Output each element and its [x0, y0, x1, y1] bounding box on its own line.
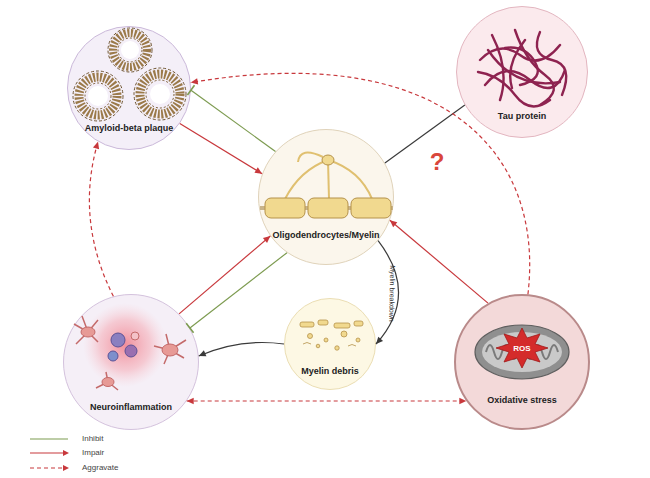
connector: [376, 241, 399, 344]
concept-circle: Tau protein: [456, 6, 588, 138]
node-label: Amyloid-beta plaque: [38, 123, 220, 133]
connector-line: [180, 124, 262, 174]
connector: [186, 253, 287, 333]
concept-circle: Neuroinflammation: [63, 294, 199, 430]
legend-samples-part: [63, 465, 69, 471]
arrow-head: [191, 78, 198, 84]
inhibit-bar: [186, 323, 193, 332]
connector-line: [390, 220, 488, 303]
connector: [390, 220, 488, 303]
arrow-head: [93, 142, 99, 150]
node-label: Neuroinflammation: [34, 402, 228, 412]
arrow-head: [199, 350, 207, 356]
question-mark: ?: [430, 148, 445, 176]
connector-line: [179, 236, 270, 314]
legend-samples-part: [30, 467, 66, 468]
legend-samples-part: [63, 450, 69, 456]
arrow-head: [390, 220, 397, 227]
concept-circle: Oxidative stress: [454, 294, 590, 430]
arrow-head: [376, 337, 383, 344]
legend-text: Impair: [82, 448, 104, 457]
connector-line: [191, 73, 530, 294]
arrow-head: [459, 398, 466, 404]
legend-text: Aggravate: [82, 463, 118, 472]
connector: [179, 236, 270, 314]
connector-line: [187, 400, 467, 401]
inhibit-bar: [187, 85, 194, 95]
node-label: Oxidative stress: [426, 395, 618, 405]
legend-samples-part: [30, 452, 66, 453]
node-label: Tau protein: [427, 111, 617, 121]
connector: [191, 73, 530, 294]
edge-label: Myelin breakdown: [388, 265, 396, 322]
ros-label: ROS: [513, 344, 530, 353]
connector-line: [191, 90, 276, 151]
connector-line: [385, 105, 465, 163]
legend-samples-part: [30, 438, 68, 439]
concept-circle: Myelin debris: [284, 298, 376, 390]
node-label: Myelin debris: [255, 366, 405, 376]
connector: [180, 124, 262, 174]
connector: [89, 142, 113, 297]
arrow-head: [187, 398, 194, 404]
connector-line: [190, 253, 287, 328]
connector-line: [376, 241, 399, 344]
connector-line: [199, 343, 284, 357]
connector: [187, 398, 467, 404]
concept-circle: Oligodendrocytes/Myelin: [258, 129, 394, 265]
arrow-head: [254, 167, 262, 173]
legend-text: Inhibit: [82, 434, 103, 443]
connector: [385, 105, 465, 163]
connector: [199, 343, 284, 357]
node-label: Oligodendrocytes/Myelin: [229, 230, 423, 240]
connector-line: [89, 142, 113, 297]
concept-circle: Amyloid-beta plaque: [67, 26, 191, 150]
arrow-head: [263, 236, 270, 243]
connector: [187, 85, 275, 151]
